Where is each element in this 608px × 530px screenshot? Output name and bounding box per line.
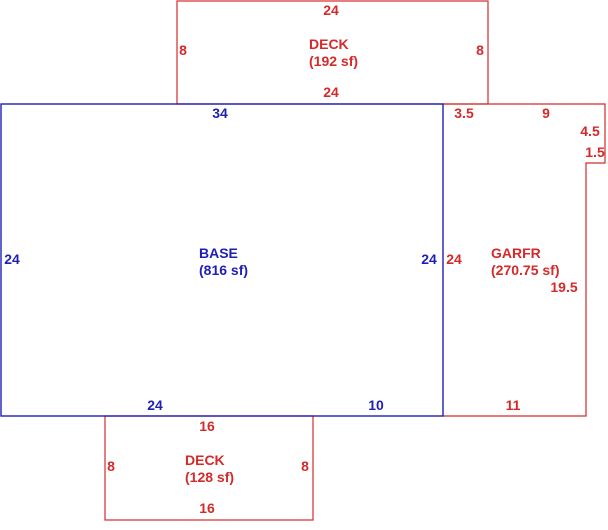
deck-top-name: DECK (309, 36, 349, 52)
garfr-dim-notch-horizontal: 1.5 (585, 144, 605, 160)
deck-top-dim-top: 24 (323, 2, 339, 18)
deck-bottom-dim-bottom: 16 (199, 500, 215, 516)
deck-bottom-dim-right: 8 (301, 458, 309, 474)
deck-top-area: (192 sf) (309, 53, 358, 69)
base-area: (816 sf) (199, 262, 248, 278)
deck-bottom-name: DECK (185, 452, 225, 468)
garfr-dim-bottom: 11 (506, 397, 521, 413)
garfr-area: (270.75 sf) (491, 262, 559, 278)
base-dim-left: 24 (4, 251, 20, 267)
base-dim-bottom-left: 24 (147, 397, 163, 413)
deck-bottom-dim-left: 8 (107, 458, 115, 474)
base-dim-top: 34 (212, 105, 228, 121)
deck-top-dim-left: 8 (179, 42, 187, 58)
garfr-dim-left: 24 (446, 251, 462, 267)
base-dim-right: 24 (421, 251, 437, 267)
garfr-dim-right: 19.5 (550, 279, 577, 295)
base-name: BASE (199, 245, 238, 261)
base-dim-bottom-right: 10 (368, 397, 384, 413)
deck-bottom-dim-top: 16 (199, 418, 215, 434)
garfr-dim-top-right: 9 (542, 105, 550, 121)
garfr-outline (443, 103, 606, 417)
garfr-name: GARFR (491, 245, 541, 261)
garfr-dim-top-left: 3.5 (454, 105, 474, 121)
deck-top-dim-right: 8 (476, 42, 484, 58)
garfr-dim-notch-vertical: 4.5 (580, 123, 600, 139)
deck-top-dim-bottom: 24 (323, 84, 339, 100)
base-outline (0, 103, 444, 417)
deck-bottom-area: (128 sf) (185, 469, 234, 485)
